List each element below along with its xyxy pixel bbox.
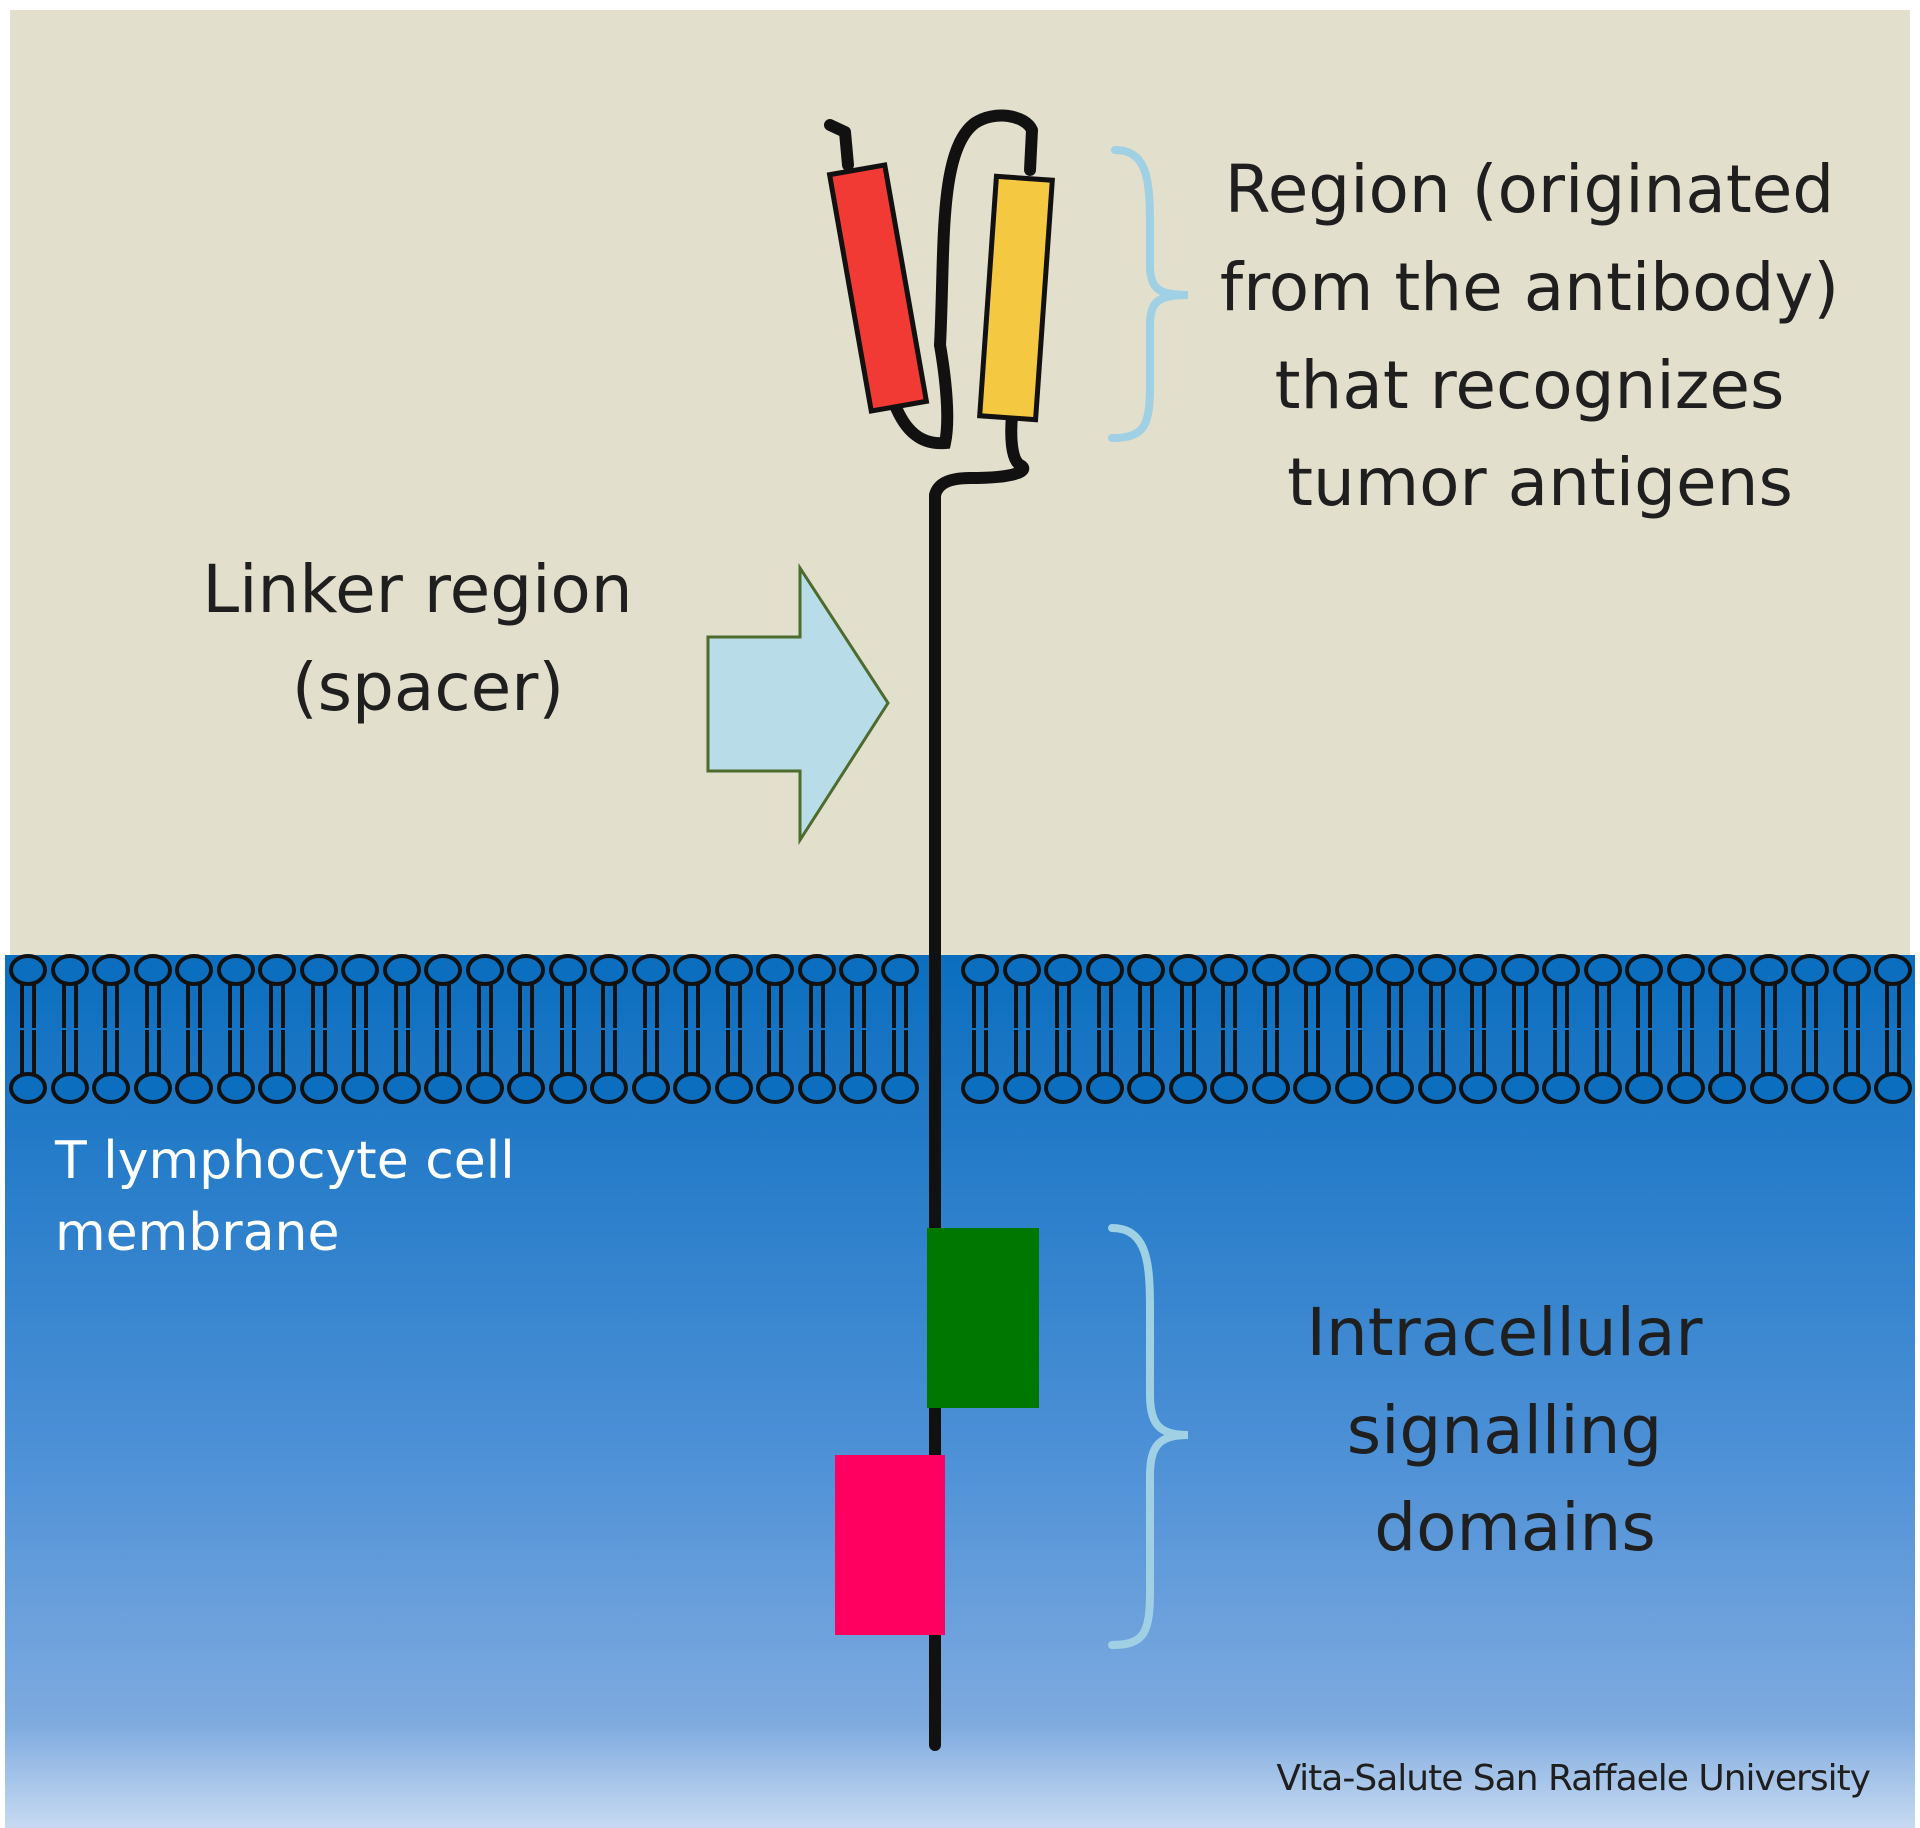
phospholipid — [1127, 954, 1165, 1104]
phospholipid — [1086, 954, 1124, 1104]
phospholipid — [1418, 954, 1456, 1104]
extracellular-space — [10, 10, 1910, 960]
lipid-bilayer — [9, 954, 1912, 1104]
antigen-region-label: Region (originated from the antibody) th… — [1220, 151, 1860, 521]
phospholipid — [1376, 954, 1414, 1104]
phospholipid — [961, 954, 999, 1104]
phospholipid — [300, 954, 338, 1104]
signalling-domains-label: Intracellular signalling domains — [1306, 1294, 1723, 1566]
phospholipid — [715, 954, 753, 1104]
antigen-region-brace — [1108, 146, 1189, 442]
car-receptor — [824, 109, 1055, 1751]
car-backbone-line — [824, 109, 1038, 1751]
linker-region-label: Linker region (spacer) — [202, 551, 653, 726]
phospholipid — [9, 954, 47, 1104]
phospholipid — [632, 954, 670, 1104]
phospholipid — [1791, 954, 1829, 1104]
signalling-brace — [1108, 1224, 1189, 1649]
phospholipid — [466, 954, 504, 1104]
phospholipid — [590, 954, 628, 1104]
phospholipid — [1542, 954, 1580, 1104]
phospholipid — [383, 954, 421, 1104]
vh-domain — [826, 162, 930, 414]
vh-vl-connector — [889, 339, 954, 450]
phospholipid — [92, 954, 130, 1104]
phospholipid — [1667, 954, 1705, 1104]
linker-arrow — [706, 562, 890, 846]
phospholipid — [1169, 954, 1207, 1104]
vl-domain — [977, 173, 1055, 423]
phospholipid — [1750, 954, 1788, 1104]
phospholipid — [217, 954, 255, 1104]
signalling-domain-1 — [927, 1228, 1039, 1408]
phospholipid — [1293, 954, 1331, 1104]
phospholipid — [881, 954, 919, 1104]
phospholipid — [1252, 954, 1290, 1104]
credit-text: Vita-Salute San Raffaele University — [1276, 1758, 1870, 1799]
phospholipid — [839, 954, 877, 1104]
phospholipid — [1044, 954, 1082, 1104]
phospholipid — [1708, 954, 1746, 1104]
phospholipid — [1833, 954, 1871, 1104]
phospholipid — [1459, 954, 1497, 1104]
phospholipid — [1210, 954, 1248, 1104]
phospholipid — [1874, 954, 1912, 1104]
phospholipid — [1003, 954, 1041, 1104]
phospholipid — [1335, 954, 1373, 1104]
phospholipid — [258, 954, 296, 1104]
phospholipid — [507, 954, 545, 1104]
phospholipid — [798, 954, 836, 1104]
phospholipid — [673, 954, 711, 1104]
phospholipid — [134, 954, 172, 1104]
membrane-label: T lymphocyte cell membrane — [54, 1131, 531, 1263]
phospholipid — [1501, 954, 1539, 1104]
phospholipid — [424, 954, 462, 1104]
phospholipid — [1584, 954, 1622, 1104]
phospholipid — [51, 954, 89, 1104]
signalling-domain-2 — [835, 1455, 945, 1635]
phospholipid — [756, 954, 794, 1104]
phospholipid — [175, 954, 213, 1104]
phospholipid — [549, 954, 587, 1104]
phospholipid — [1625, 954, 1663, 1104]
phospholipid — [341, 954, 379, 1104]
